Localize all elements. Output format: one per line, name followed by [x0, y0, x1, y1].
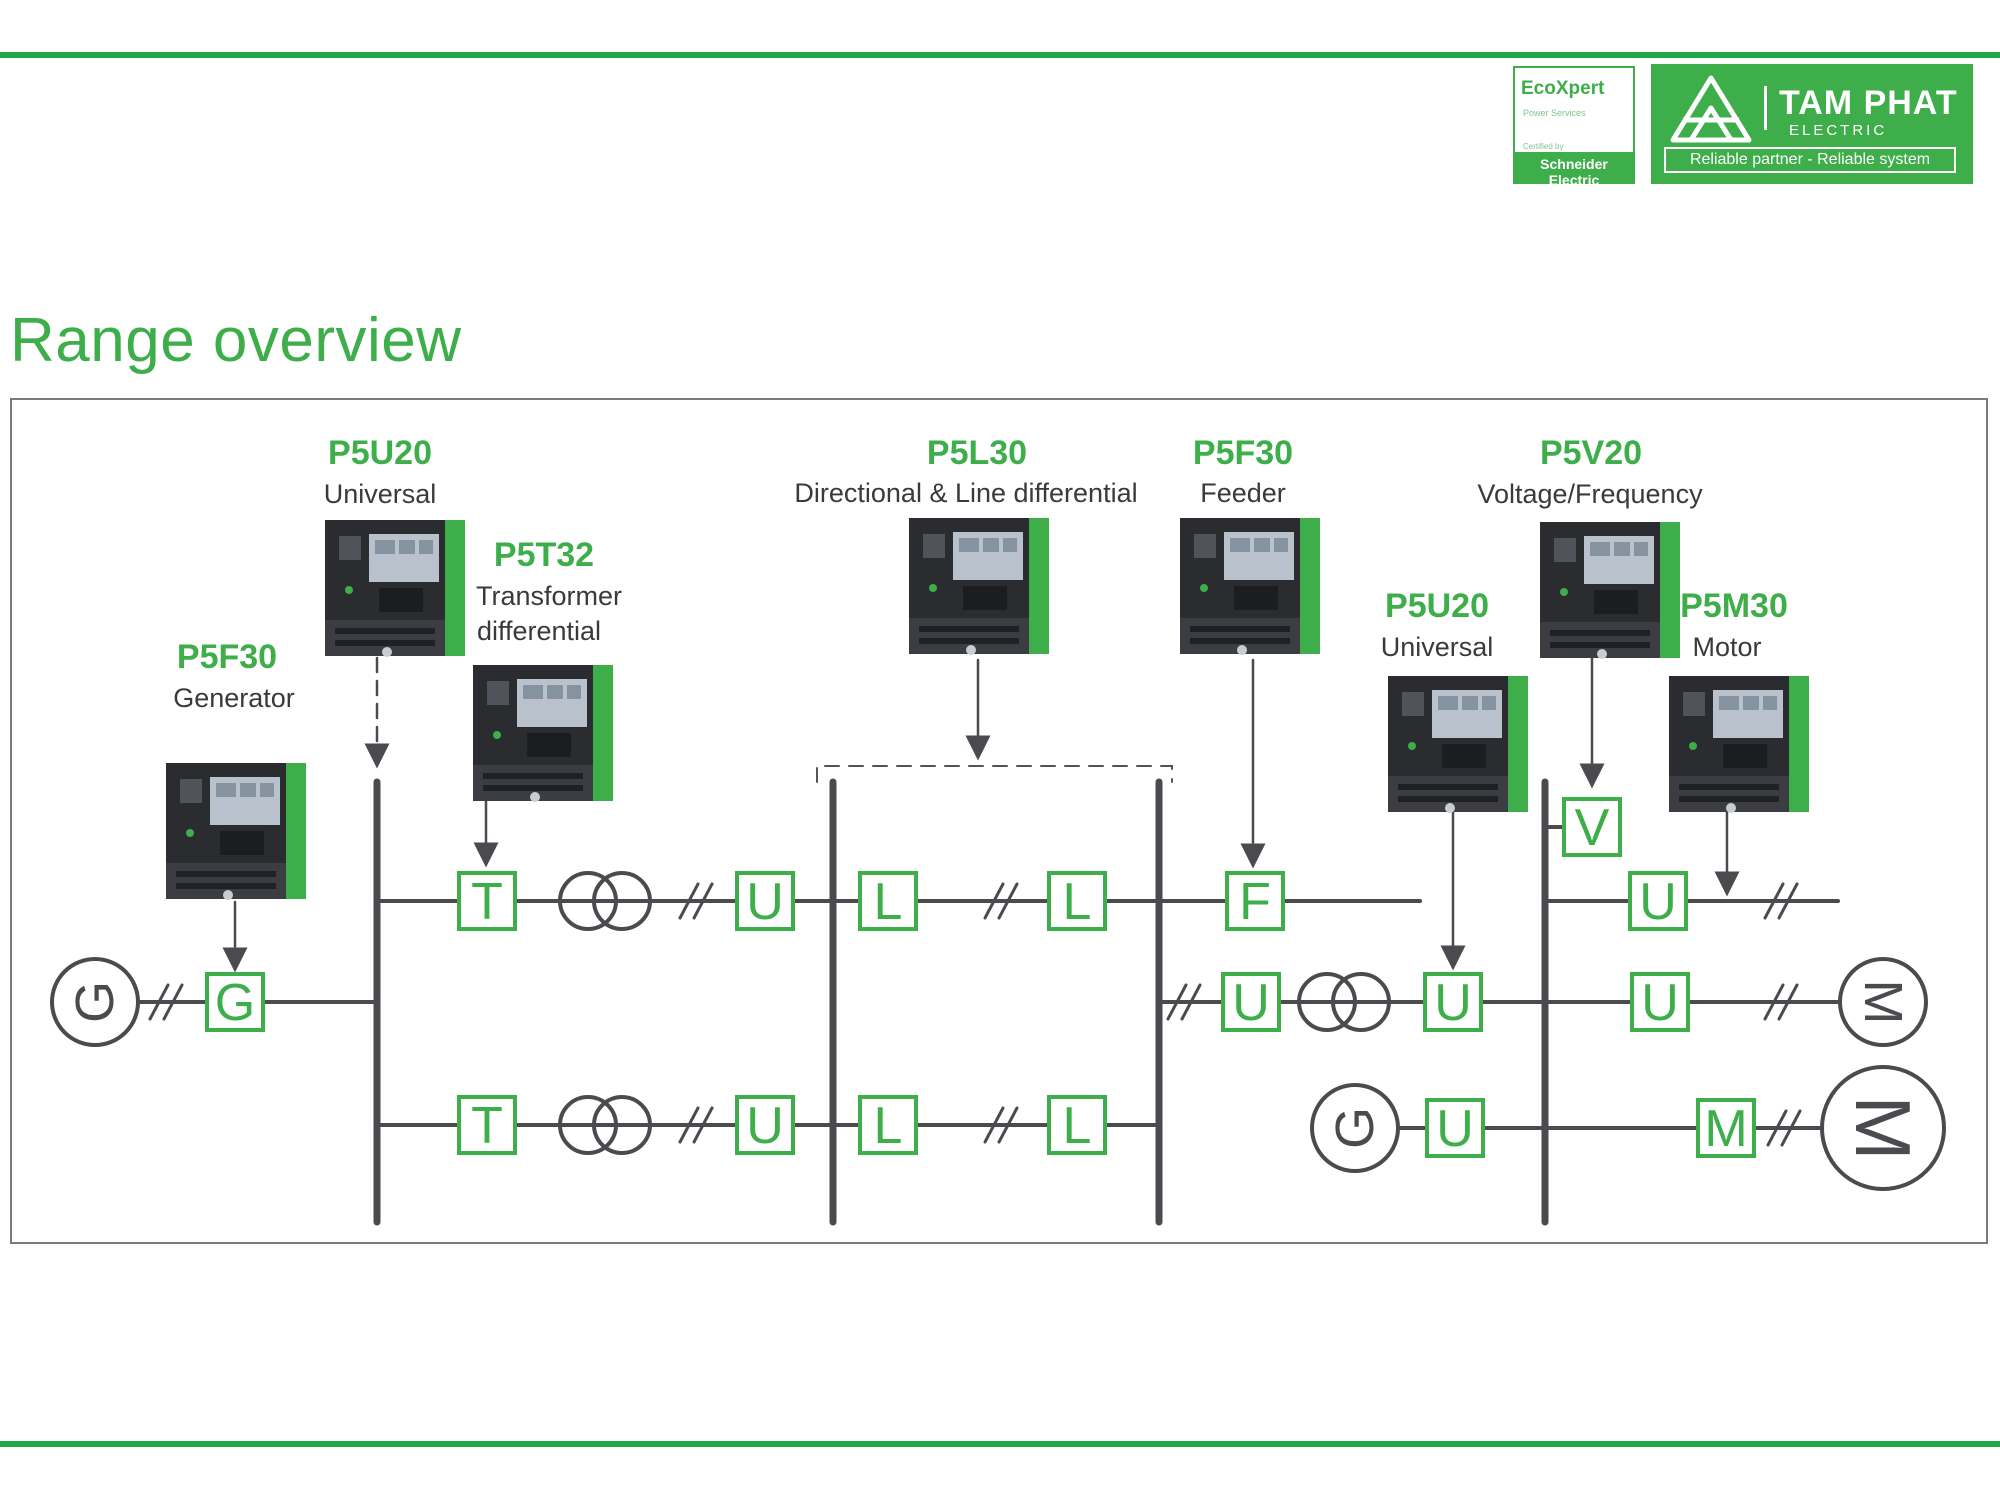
diagram-frame	[10, 398, 1988, 1244]
ecoxpert-band: Schneider Electric	[1515, 152, 1633, 188]
protection-box-l: L	[858, 871, 918, 931]
product-desc: Feeder	[1200, 478, 1286, 508]
protection-box-label: T	[471, 1097, 503, 1155]
protection-box-l: L	[858, 1095, 918, 1155]
protection-box-u: U	[1630, 972, 1690, 1032]
protection-box-label: L	[1063, 873, 1092, 931]
tamphat-slogan: Reliable partner - Reliable system	[1664, 147, 1956, 173]
protection-box-label: F	[1239, 873, 1271, 931]
product-code: P5F30	[1193, 434, 1293, 472]
relay-p5u20-left	[325, 520, 465, 657]
protection-box-label: U	[1436, 1100, 1474, 1158]
tamphat-logo: TAM PHAT ELECTRIC Reliable partner - Rel…	[1651, 64, 1973, 184]
relay-p5u20-right	[1388, 676, 1528, 813]
product-code: P5L30	[927, 434, 1027, 472]
protection-box-label: M	[1704, 1100, 1747, 1158]
product-desc: Generator	[173, 683, 295, 713]
relay-p5f30-feeder	[1180, 518, 1320, 655]
protection-box-t: T	[457, 1095, 517, 1155]
protection-box-l: L	[1047, 871, 1107, 931]
tamphat-mountain-icon	[1670, 75, 1752, 143]
protection-box-m: M	[1696, 1098, 1756, 1158]
generator-right-label: G	[1325, 1107, 1385, 1149]
ecoxpert-tagline: Power Services	[1523, 108, 1586, 118]
protection-box-u: U	[1425, 1098, 1485, 1158]
product-code: P5U20	[1385, 587, 1489, 625]
generator-left: G	[50, 957, 140, 1047]
product-code: P5T32	[494, 536, 594, 574]
relay-p5t32	[473, 665, 613, 802]
bottom-rule	[0, 1441, 2000, 1447]
differential-zone	[816, 765, 1173, 783]
motor-large: M	[1820, 1065, 1946, 1191]
protection-box-label: G	[215, 974, 255, 1032]
ecoxpert-certified: Certified by	[1523, 142, 1564, 151]
product-desc: differential	[477, 616, 601, 646]
product-desc: Universal	[324, 479, 437, 509]
protection-box-label: U	[1641, 974, 1679, 1032]
protection-box-v: V	[1562, 797, 1622, 857]
protection-box-t: T	[457, 871, 517, 931]
product-code: P5F30	[177, 638, 277, 676]
protection-box-u: U	[735, 871, 795, 931]
protection-box-label: U	[1232, 974, 1270, 1032]
generator-right: G	[1310, 1083, 1400, 1173]
product-code: P5V20	[1540, 434, 1642, 472]
protection-box-label: U	[1434, 974, 1472, 1032]
slash-marks	[148, 882, 1802, 1147]
protection-box-g: G	[205, 972, 265, 1032]
ecoxpert-logo: EcoXpert Power Services Certified by Sch…	[1513, 66, 1635, 188]
protection-box-label: U	[746, 1097, 784, 1155]
protection-box-label: L	[874, 873, 903, 931]
motor-large-label: M	[1839, 1096, 1927, 1161]
schneider-brand: Schneider Electric	[1540, 156, 1608, 188]
product-code: P5U20	[328, 434, 432, 472]
product-desc: Motor	[1692, 632, 1761, 662]
tamphat-name: TAM PHAT	[1779, 84, 1958, 122]
protection-box-label: V	[1575, 799, 1610, 857]
protection-box-f: F	[1225, 871, 1285, 931]
product-desc: Directional & Line differential	[794, 478, 1137, 508]
relay-p5v20	[1540, 522, 1680, 659]
relay-p5l30	[909, 518, 1049, 655]
protection-box-label: L	[874, 1097, 903, 1155]
tamphat-divider	[1764, 86, 1767, 130]
top-rule	[0, 52, 2000, 58]
protection-box-label: U	[746, 873, 784, 931]
relay-p5m30	[1669, 676, 1809, 813]
protection-box-u: U	[1423, 972, 1483, 1032]
product-code: P5M30	[1680, 587, 1788, 625]
protection-box-u: U	[1221, 972, 1281, 1032]
product-desc: Universal	[1381, 632, 1494, 662]
protection-box-label: L	[1063, 1097, 1092, 1155]
protection-box-label: U	[1639, 873, 1677, 931]
product-desc: Voltage/Frequency	[1477, 479, 1703, 509]
protection-box-l: L	[1047, 1095, 1107, 1155]
ecoxpert-name: EcoXpert	[1521, 78, 1605, 99]
motor-small: M	[1838, 957, 1928, 1047]
protection-box-label: T	[471, 873, 503, 931]
page-title: Range overview	[10, 306, 462, 375]
product-desc: Transformer	[476, 581, 622, 611]
generator-left-label: G	[65, 981, 125, 1023]
protection-box-u: U	[1628, 871, 1688, 931]
relay-p5f30-generator	[166, 763, 306, 900]
protection-box-u: U	[735, 1095, 795, 1155]
motor-small-label: M	[1853, 980, 1913, 1025]
tamphat-sub: ELECTRIC	[1789, 122, 1888, 139]
